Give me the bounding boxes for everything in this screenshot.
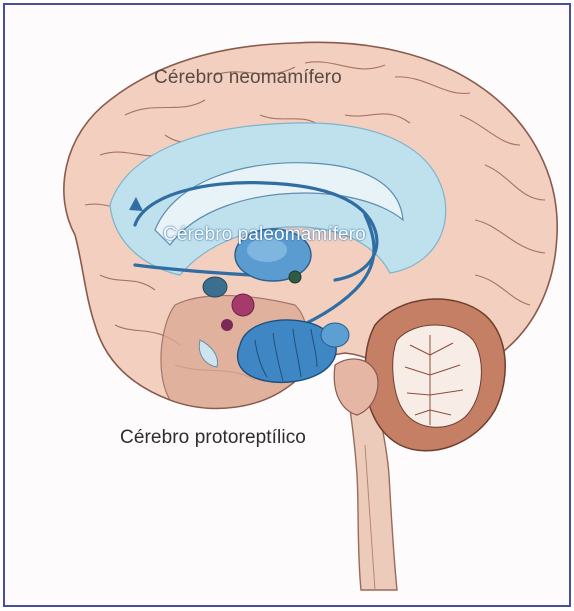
anterior-nucleus: [203, 277, 227, 297]
figure-frame: Cérebro neomamífero Cérebro paleomamífer…: [3, 3, 571, 607]
optic-chiasm: [221, 319, 233, 331]
brain-sagittal-illustration: [5, 5, 569, 605]
neomammalian-label: Cérebro neomamífero: [154, 67, 342, 89]
pituitary-gland: [232, 294, 254, 316]
hippocampus: [238, 320, 337, 382]
protoreptilian-label: Cérebro protoreptílico: [120, 427, 306, 449]
mammillary-body: [289, 271, 301, 283]
paleomammalian-label: Cérebro paleomamífero: [163, 224, 366, 246]
amygdala: [321, 323, 349, 347]
